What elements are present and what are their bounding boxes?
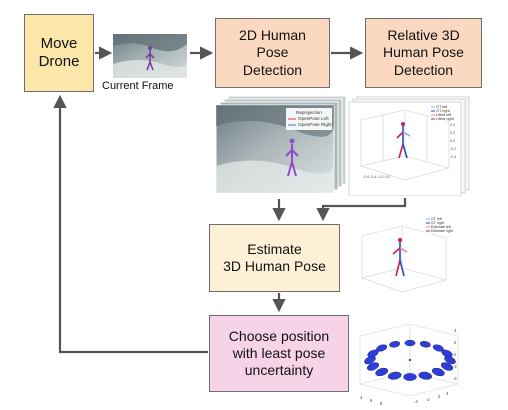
uncertainty-ellipsoid: [418, 371, 432, 380]
uncertainty-ellipsoid: [375, 367, 389, 377]
legend-openpose-left: OpenPose Left: [298, 116, 329, 121]
svg-text:2: 2: [438, 394, 441, 399]
pose-detection-2d-box: 2D Human Pose Detection: [215, 18, 330, 88]
arrow-rel3d-to-estimate: [316, 198, 407, 222]
relative-3d-line-2: Human Pose: [383, 44, 464, 61]
svg-text:0.4: 0.4: [450, 123, 455, 127]
uncertainty-ellipsoid: [366, 362, 380, 371]
choose-position-line-2: with least pose: [232, 344, 326, 361]
move-drone-box: Move Drone: [24, 14, 94, 92]
svg-text:4: 4: [446, 391, 449, 396]
legend-rel-lifted-right: Lifted right: [436, 117, 455, 121]
uncertainty-ellipsoid: [440, 362, 454, 371]
legend-est-estimate-left: Estimate left: [431, 225, 451, 229]
choose-position-line-3: uncertainty: [244, 362, 314, 379]
legend-est-gt-right: GT right: [431, 221, 444, 225]
svg-text:6: 6: [370, 398, 373, 403]
legend-rel-lifted-left: Lifted left: [436, 113, 452, 117]
pose-detection-2d-line-1: 2D Human: [239, 27, 306, 44]
estimate-3d-pose-box: Estimate 3D Human Pose: [209, 224, 340, 292]
relative-3d-detection-box: Relative 3D Human Pose Detection: [365, 18, 482, 88]
uncertainty-ellipsoid: [376, 344, 388, 352]
uncertainty-ellipsoid: [432, 344, 444, 352]
pose-detection-2d-line-3: Detection: [242, 61, 303, 78]
svg-text:-0.2: -0.2: [450, 147, 456, 151]
current-frame-label: Current Frame: [102, 80, 174, 92]
svg-text:-2: -2: [426, 397, 430, 402]
move-drone-line-2: Drone: [38, 53, 80, 70]
estimate-3d-plot-image: GT left GT right Estimate left Estimate …: [354, 214, 456, 300]
current-frame-image: [113, 34, 187, 78]
uncertainty-ellipsoid: [364, 355, 376, 365]
choose-position-box: Choose position with least pose uncertai…: [209, 315, 349, 392]
relative-3d-line-3: Detection: [393, 61, 454, 78]
legend-est-gt-left: GT left: [431, 217, 442, 221]
uncertainty-ellipsoid: [431, 367, 445, 377]
svg-text:-0.6 -0.4 -0.2 0.0: -0.6 -0.4 -0.2 0.0: [363, 175, 390, 179]
legend-rel-gt-left: GT left: [436, 105, 448, 109]
uncertainty-ellipsoid: [388, 371, 402, 380]
uncertainty-ellipsoid: [389, 341, 401, 348]
svg-text:4: 4: [454, 328, 457, 333]
uncertainty-ellipsoid: [419, 341, 431, 348]
svg-text:8: 8: [380, 401, 383, 406]
svg-text:0.0: 0.0: [450, 139, 455, 143]
uncertainty-ellipsoid: [403, 373, 417, 381]
uncertainty-ellipsoids: [364, 339, 456, 381]
legend-rel-gt-right: GT right: [436, 109, 451, 113]
relative-3d-plot-image: 0.4 0.2 0.0 -0.2 -0.4 -0.6 -0.4 -0.2 0.0 GT…: [343, 96, 471, 196]
legend-est-estimate-right: Estimate right: [431, 229, 453, 233]
svg-text:2: 2: [454, 340, 457, 345]
svg-text:-4: -4: [414, 399, 418, 404]
pose-2d-frames-image: Reprojection OpenPose Left OpenPose Righ…: [214, 96, 348, 196]
uncertainty-ellipsoid: [444, 355, 456, 365]
uncertainty-ellipsoid: [404, 339, 416, 347]
move-drone-line-1: Move: [40, 34, 78, 52]
svg-text:-2: -2: [453, 364, 457, 369]
legend-reprojection: Reprojection: [296, 110, 322, 115]
svg-text:4: 4: [360, 395, 363, 400]
relative-3d-line-1: Relative 3D: [387, 27, 460, 44]
legend-openpose-right: OpenPose Right: [298, 122, 332, 127]
choose-position-line-1: Choose position: [228, 327, 330, 344]
pose-detection-2d-line-2: Pose: [256, 44, 289, 61]
arrow-choose-to-move: [53, 94, 208, 354]
svg-text:-4: -4: [453, 376, 457, 381]
svg-text:0: 0: [454, 352, 457, 357]
svg-text:-0.4: -0.4: [450, 155, 456, 159]
person-marker: [408, 358, 412, 362]
svg-text:0.2: 0.2: [450, 131, 455, 135]
estimate-3d-line-1: Estimate: [247, 240, 302, 257]
estimate-3d-line-2: 3D Human Pose: [223, 258, 326, 274]
